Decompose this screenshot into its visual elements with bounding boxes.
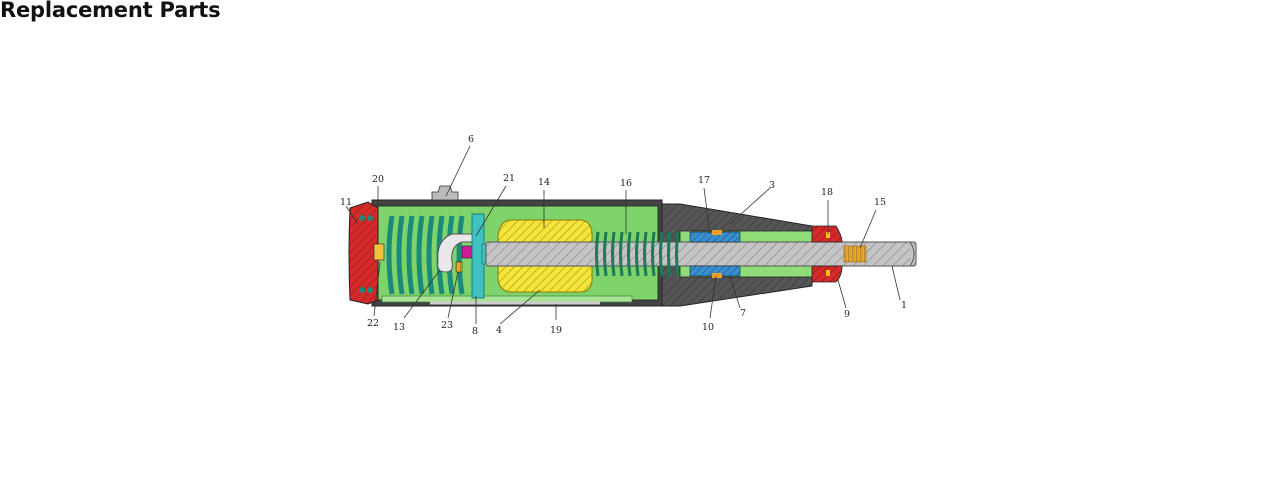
callout-1: 1: [901, 300, 907, 311]
callout-4: 4: [496, 325, 502, 336]
callout-16: 16: [620, 178, 632, 189]
callout-21: 20: [372, 174, 384, 185]
callout-17: 17: [698, 175, 710, 186]
tip-spring-body: [843, 245, 867, 263]
callout-6: 6: [468, 134, 474, 145]
callout-labels: 6 20 11 21 14 16 17 3 18 15 1 9 7 10 19 …: [340, 134, 907, 337]
front-cap-pin-top: [826, 232, 830, 238]
callout-11: 11: [340, 197, 352, 208]
magenta-part: [461, 245, 473, 259]
callout-10: 10: [702, 322, 714, 333]
callout-13: 13: [393, 322, 405, 333]
leader-lines: [345, 145, 901, 325]
callout-20: 22: [367, 318, 379, 329]
end-cap-retainer: [373, 243, 385, 261]
callout-14: 14: [538, 177, 550, 188]
end-cap: [348, 201, 379, 305]
callout-8: 8: [472, 326, 478, 337]
bushing-seal-bottom: [712, 273, 722, 278]
callout-18: 18: [821, 187, 833, 198]
orange-washer: [455, 261, 463, 273]
main-spring: [386, 215, 465, 295]
page-title: Replacement Parts: [0, 0, 221, 22]
plunger-tip: [909, 241, 915, 267]
callout-15: 15: [874, 197, 886, 208]
callout-23: 23: [441, 320, 453, 331]
impact-spring: [595, 231, 680, 277]
spring-end-coils: [359, 215, 373, 293]
bushing-seal-top: [712, 230, 722, 235]
top-fitting: [431, 185, 459, 201]
callout-7: 7: [740, 308, 746, 319]
callout-9: 9: [844, 309, 850, 320]
release-latch: [437, 233, 481, 273]
callout-19: 19: [550, 325, 562, 336]
callout-3: 3: [769, 180, 775, 191]
front-cap-pin-bottom: [826, 270, 830, 276]
callout-22: 21: [503, 173, 515, 184]
